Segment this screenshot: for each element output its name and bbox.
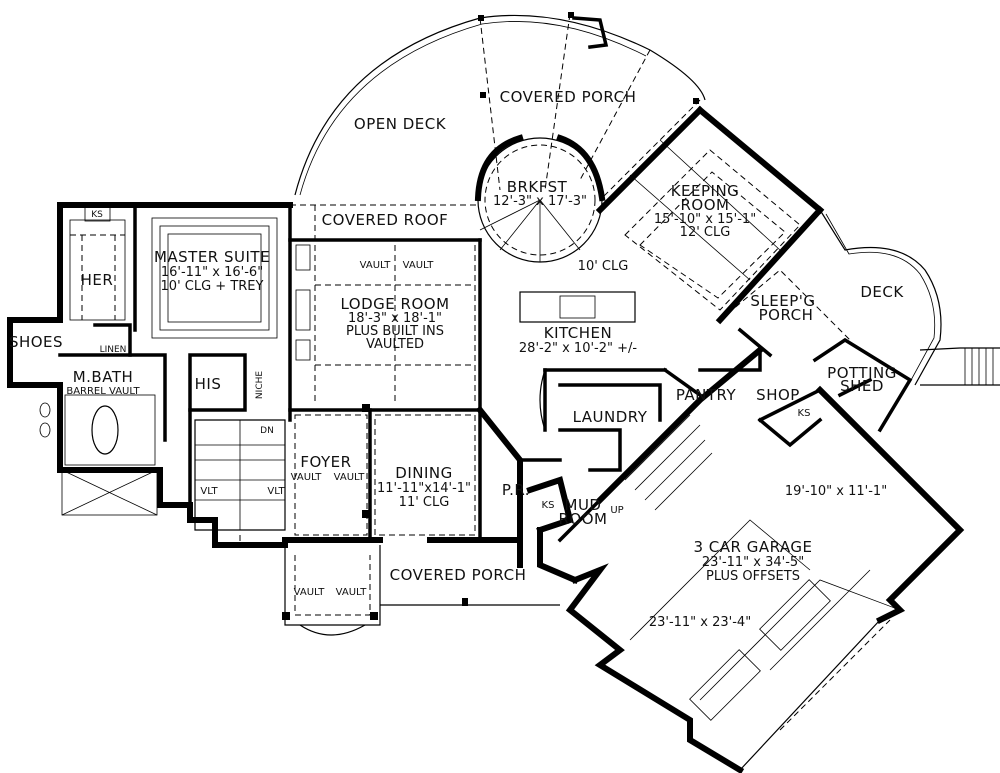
label-shoes: SHOES [9,333,63,351]
label-sleeping-porch: PORCH [759,306,814,324]
label-foyer-vault-2: VAULT [334,472,366,483]
pantry-stair [624,414,713,511]
label-vlt-left: VLT [200,486,218,497]
label-master-dim: 16'-11" x 16'-6" [161,265,263,280]
kitchen-island [519,291,636,431]
label-shop: SHOP [756,386,800,404]
label-mbath-sub: BARREL VAULT [66,386,140,397]
lodge-room-interior [295,244,476,405]
label-lodge-room: LODGE ROOM [340,295,449,313]
label-foyer: FOYER [300,453,351,471]
label-vault-porch-2: VAULT [336,587,368,598]
label-sleeping: SLEEP'G [750,292,815,310]
label-niche: NICHE [255,371,265,399]
label-kitchen: KITCHEN [544,324,613,342]
label-master-suite: MASTER SUITE [154,248,270,266]
label-dining-dim: 11'-11"x14'-1" [377,481,471,496]
breakfast-bay [474,134,606,263]
label-vault-lodge: VAULT [360,260,392,271]
label-mbath: M.BATH [73,368,134,386]
label-garage-sub: PLUS OFFSETS [706,569,800,584]
label-kitchen-dim: 28'-2" x 10'-2" +/- [519,341,637,356]
label-ks-shop: KS [798,408,811,419]
label-ten-clg: 10' CLG [578,259,629,274]
open-deck-outline [294,12,706,201]
label-garage-dim: 23'-11" x 34'-5" [702,555,804,570]
label-vault-lodge-2: VAULT [403,260,435,271]
master-suite-trey [151,217,278,339]
label-keeping-room: ROOM [681,196,730,214]
label-mud-room: ROOM [559,510,608,528]
label-dining: DINING [395,464,452,482]
label-open-deck: OPEN DECK [354,115,447,133]
label-covered-porch-front: COVERED PORCH [390,566,527,584]
her-closet [69,206,126,321]
label-brkfst: BRKFST [507,178,568,196]
label-lodge-sub2: VAULTED [366,337,424,352]
label-garage-bottom-dim: 23'-11" x 23'-4" [649,615,751,630]
label-potting-shed: SHED [840,377,884,395]
label-covered-roof: COVERED ROOF [322,211,449,229]
label-covered-porch-rear: COVERED PORCH [500,88,637,106]
label-ks-top: KS [91,210,103,220]
label-mud: MUD [565,496,602,514]
label-keeping: KEEPING [671,182,740,200]
right-deck [819,209,1000,386]
label-her: HER [81,271,114,289]
label-keeping-clg: 12' CLG [680,225,731,240]
label-garage-top-dim: 19'-10" x 11'-1" [785,484,887,499]
garage-doors [689,579,891,731]
covered-roof-band [290,204,480,240]
label-brkfst-dim: 12'-3" x 17'-3" [493,194,587,209]
room-labels: OPEN DECK COVERED PORCH BRKFST 12'-3" x … [9,88,904,630]
label-laundry: LAUNDRY [573,408,648,426]
label-vlt-right: VLT [267,486,285,497]
label-potting: POTTING [827,364,897,382]
label-lodge-sub: PLUS BUILT INS [346,324,444,339]
exterior-walls [7,202,965,773]
label-master-clg: 10' CLG + TREY [161,279,264,294]
label-dn: DN [260,426,274,436]
label-vault-porch: VAULT [294,587,326,598]
label-ks-mud: KS [542,500,555,511]
label-up: UP [610,505,623,516]
label-linen: LINEN [100,345,127,355]
label-pantry: PANTRY [676,386,737,404]
label-his: HIS [195,375,222,393]
master-bath [39,394,158,516]
label-lodge-dim: 18'-3" x 18'-1" [348,311,442,326]
label-garage: 3 CAR GARAGE [693,538,812,556]
foyer-dining-interior [239,404,476,545]
keeping-room-walls [595,105,825,325]
label-dining-clg: 11' CLG [399,495,450,510]
label-pr: P.R. [502,481,530,499]
label-deck: DECK [860,283,904,301]
label-foyer-vault: VAULT [291,472,323,483]
front-porch [282,545,560,636]
label-keeping-dim: 15'-10" x 15'-1" [654,212,756,227]
